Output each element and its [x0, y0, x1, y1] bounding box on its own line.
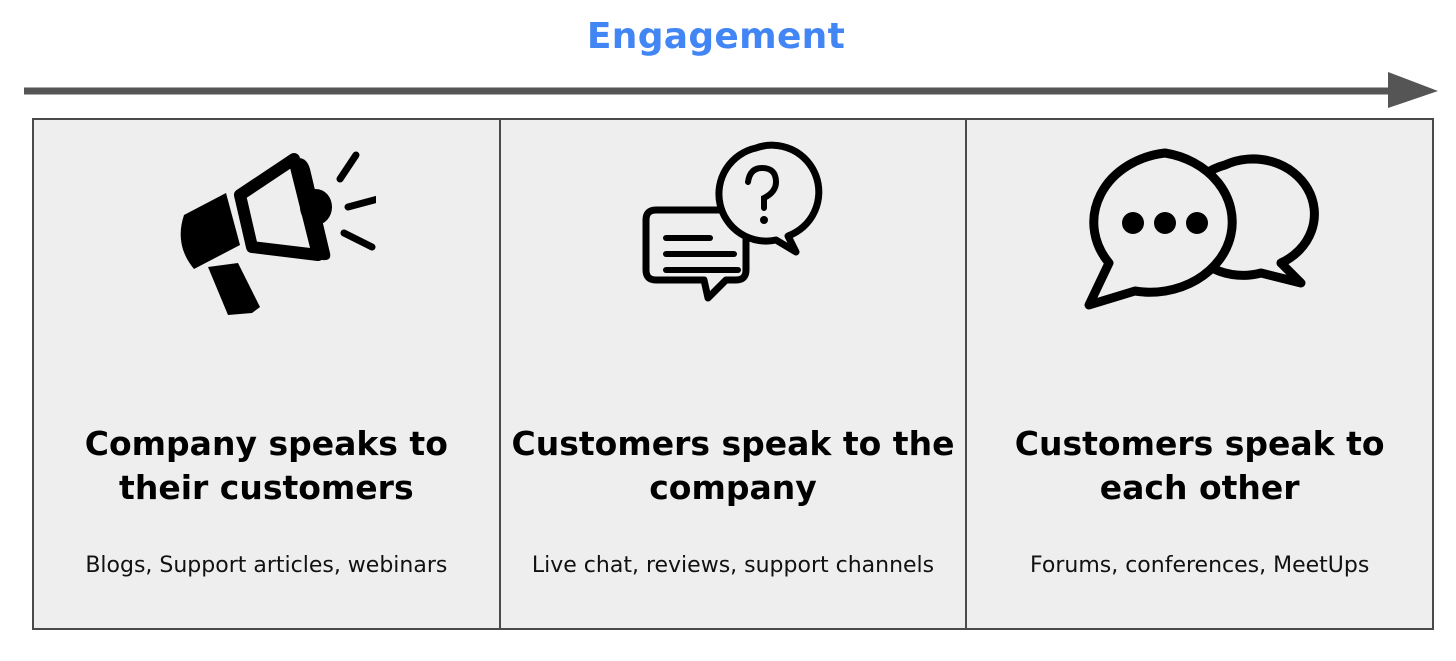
engagement-panels: Company speaks to their customers Blogs,…: [32, 118, 1434, 630]
engagement-title: Engagement: [586, 16, 846, 57]
panel-heading: Customers speak to the company: [511, 424, 955, 507]
panel-description: Live chat, reviews, support channels: [531, 553, 935, 578]
panel-heading: Customers speak to each other: [1014, 424, 1385, 507]
panel-customers-to-each-other: Customers speak to each other Forums, co…: [965, 120, 1432, 628]
arrow-head: [1388, 72, 1438, 108]
engagement-arrow: [24, 72, 1438, 108]
speech-bubbles-icon: [967, 130, 1432, 330]
panel-customers-to-company: Customers speak to the company Live chat…: [498, 120, 966, 628]
panel-heading: Company speaks to their customers: [84, 424, 448, 507]
panel-description: Forums, conferences, MeetUps: [1030, 553, 1370, 578]
panel-company-speaks: Company speaks to their customers Blogs,…: [34, 120, 499, 628]
panel-description: Blogs, Support articles, webinars: [85, 553, 448, 578]
megaphone-icon: [34, 130, 499, 330]
chat-question-icon: [501, 130, 966, 330]
